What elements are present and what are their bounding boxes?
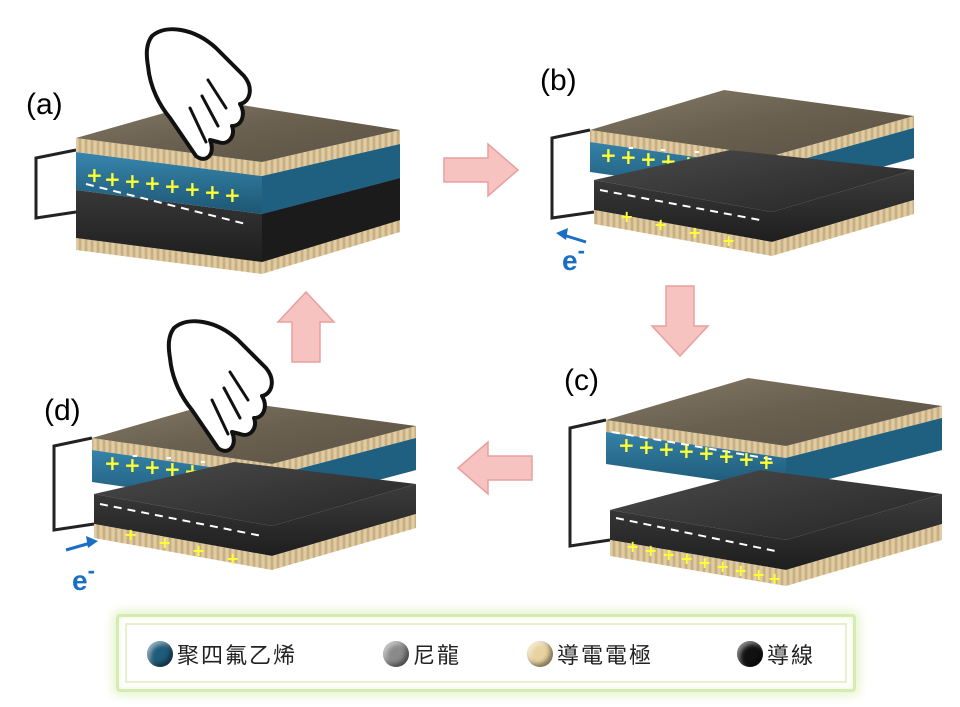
svg-text:+: + [680,549,693,568]
svg-text:+: + [600,143,617,167]
legend-item-electrode: 導電電極 [527,639,653,669]
hand-icon [166,319,274,453]
wire-ball-icon [737,641,763,667]
ptfe-ball-icon [147,641,173,667]
electron-label: e- [72,558,95,596]
electrode-ball-icon [527,641,553,667]
svg-text:+: + [752,565,765,584]
top-electrode [606,378,942,446]
svg-text:+: + [144,455,161,479]
top-electrode [590,90,914,156]
panel-d-label: (d) [44,394,81,427]
wire [34,148,77,220]
svg-text:+: + [688,223,701,242]
legend-label: 導線 [767,644,816,669]
legend-label: 導電電極 [557,644,654,669]
svg-text:+: + [226,549,239,568]
svg-text:+: + [618,433,635,457]
wire [52,436,95,532]
svg-text:+: + [698,553,711,572]
svg-text:+: + [204,180,221,204]
svg-text:+: + [626,537,639,556]
panel-c: (c) + + + + + + + + + + + + + + + + + [564,364,942,588]
svg-text:+: + [662,545,675,564]
svg-text:+: + [738,447,755,471]
svg-text:+: + [158,533,171,552]
svg-text:+: + [184,177,201,201]
svg-text:+: + [124,453,141,477]
electron-flow-arrow-icon [556,228,587,244]
svg-text:+: + [86,163,103,187]
svg-text:+: + [678,439,695,463]
svg-text:+: + [640,147,657,171]
hand-icon [144,27,252,161]
svg-text:+: + [718,444,735,468]
svg-text:+: + [698,441,715,465]
legend-label: 聚四氟乙烯 [177,644,298,669]
legend-item-nylon: 尼龍 [383,639,461,669]
panel-c-label: (c) [564,364,599,397]
svg-text:-: - [628,140,634,156]
svg-text:-: - [660,142,666,158]
svg-text:+: + [620,145,637,169]
panel-a: (a) + + + + + + + + [26,27,400,274]
svg-text:+: + [224,183,241,207]
svg-text:+: + [620,207,633,226]
svg-text:+: + [768,569,781,588]
svg-text:+: + [716,557,729,576]
legend: 聚四氟乙烯 尼龍 導電電極 導線 [116,614,856,692]
top-electrode [76,100,400,162]
svg-text:-: - [132,448,138,464]
svg-text:+: + [658,437,675,461]
arrow-up [276,290,336,363]
svg-text:+: + [164,457,181,481]
svg-text:-: - [200,454,206,470]
arrow-left [456,440,533,496]
panel-a-label: (a) [26,88,63,121]
svg-text:+: + [164,174,181,198]
legend-label: 尼龍 [413,644,462,669]
svg-text:+: + [734,561,747,580]
arrow-down [650,285,710,358]
svg-text:+: + [638,435,655,459]
panel-b: (b) - - - - + + + + + + + + + + + + e- [540,64,914,276]
legend-item-ptfe: 聚四氟乙烯 [147,639,297,669]
svg-text:+: + [144,171,161,195]
svg-text:+: + [124,525,137,544]
svg-text:+: + [722,231,735,250]
svg-text:+: + [104,451,121,475]
svg-text:-: - [694,144,700,160]
arrow-right [443,142,520,198]
svg-text:+: + [758,450,775,474]
svg-text:-: - [166,450,172,466]
svg-text:+: + [644,541,657,560]
svg-text:+: + [654,215,667,234]
panel-d: (d) - - - - + + + + + + + + + + + + e- [44,319,416,596]
svg-text:+: + [104,167,121,191]
svg-text:+: + [192,541,205,560]
wire [550,128,595,220]
svg-text:+: + [124,169,141,193]
electron-flow-arrow-icon [65,536,98,552]
electron-label: e- [562,238,585,276]
nylon-ball-icon [383,641,409,667]
wire [568,418,611,548]
legend-item-wire: 導線 [737,639,815,669]
panel-b-label: (b) [540,64,577,97]
